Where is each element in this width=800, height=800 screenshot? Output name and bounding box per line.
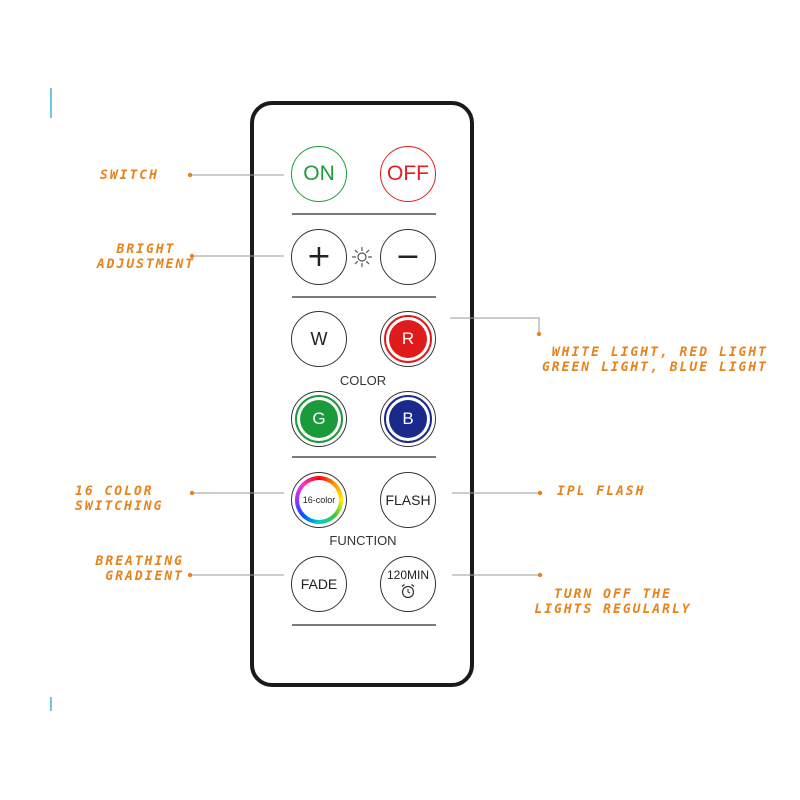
callout-color16: 16 COLOR SWITCHING [75,484,164,514]
white-button[interactable]: W [291,311,347,367]
remote-control-body [250,101,474,687]
blue-button-label: B [402,409,414,428]
divider-4 [292,624,436,626]
on-button[interactable]: ON [291,146,347,202]
color16-button[interactable]: 16-color [291,472,347,528]
red-button[interactable]: R [380,311,436,367]
callout-rgbw: WHITE LIGHT, RED LIGHT GREEN LIGHT, BLUE… [541,345,768,375]
off-button-label: OFF [387,162,429,185]
divider-3 [292,456,436,458]
color-section-label: COLOR [339,373,387,388]
function-section-label: FUNCTION [329,533,397,548]
color16-button-label: 16-color [302,495,336,505]
off-button[interactable]: OFF [380,146,436,202]
on-button-label: ON [303,162,335,185]
callout-timer: TURN OFF THE LIGHTS REGULARLY [534,587,692,617]
brightness-plus-button[interactable]: + [291,229,347,285]
edge-mark-bottom [50,697,52,711]
divider-2 [292,296,436,298]
green-button-label: G [312,409,326,428]
timer-button[interactable]: 120MIN [380,556,436,612]
edge-mark-top [50,88,52,118]
white-button-label: W [310,328,328,349]
callout-breathing: BREATHING GRADIENT [95,554,184,584]
rainbow-ring-icon: 16-color [295,476,343,524]
red-button-label: R [401,329,415,348]
flash-button-label: FLASH [385,492,431,508]
minus-icon: − [395,239,421,274]
green-button[interactable]: G [291,391,347,447]
blue-button[interactable]: B [380,391,436,447]
callout-switch: SWITCH [100,168,159,183]
plus-icon: + [306,239,332,274]
callout-flash: IPL FLASH [557,484,646,499]
sun-icon [351,246,373,268]
callout-bright: BRIGHT ADJUSTMENT [96,242,196,272]
flash-button[interactable]: FLASH [380,472,436,528]
timer-button-label: 120MIN [386,567,430,582]
alarm-clock-icon [401,583,415,598]
divider-1 [292,213,436,215]
fade-button[interactable]: FADE [291,556,347,612]
fade-button-label: FADE [300,576,338,592]
brightness-minus-button[interactable]: − [380,229,436,285]
